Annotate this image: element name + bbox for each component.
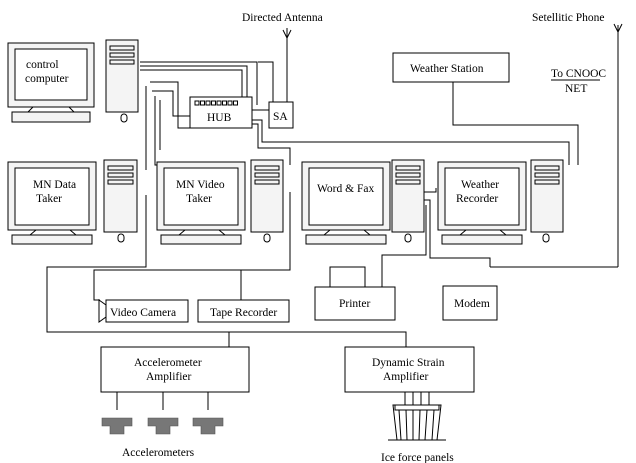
weather-station-box	[392, 52, 510, 83]
to-cnooc-label: To CNOOC	[551, 68, 606, 80]
connection-lines	[46, 61, 618, 347]
control-computer-label-2: computer	[25, 73, 69, 85]
mn-data-taker-label-1: MN Data	[33, 179, 76, 191]
hub-label: HUB	[207, 112, 232, 124]
video-camera-label: Video Camera	[110, 307, 176, 319]
satellite-phone-label: Setellitic Phone	[532, 12, 605, 24]
dynamic-strain-amplifier-label-1: Dynamic Strain	[372, 357, 445, 369]
hub-ports	[194, 100, 238, 106]
control-computer-label-1: control	[26, 59, 59, 71]
directed-antenna-label: Directed Antenna	[242, 12, 323, 24]
modem-box	[442, 285, 498, 321]
word-fax-computer	[301, 159, 425, 245]
tape-recorder-label: Tape Recorder	[210, 307, 277, 319]
dynamic-strain-amplifier-box	[344, 346, 475, 393]
modem-label: Modem	[454, 298, 490, 310]
tape-recorder-box	[197, 299, 290, 323]
sa-label: SA	[273, 111, 288, 123]
printer	[314, 266, 396, 321]
mn-video-taker-label-2: Taker	[186, 193, 212, 205]
directed-antenna	[282, 28, 292, 102]
weather-recorder-label-2: Recorder	[456, 193, 498, 205]
weather-recorder-label-1: Weather	[461, 179, 499, 191]
accelerometers-label: Accelerometers	[122, 447, 195, 459]
accelerometer-amplifier-box	[100, 346, 250, 393]
satellite-phone-antenna	[613, 23, 623, 267]
printer-label: Printer	[339, 298, 370, 310]
ice-force-panels-label: Ice force panels	[381, 452, 454, 463]
accelerometer-amplifier-label-2: Amplifier	[146, 371, 192, 383]
accelerometer-sensors	[101, 392, 224, 435]
mn-data-taker	[7, 159, 138, 245]
weather-station-label: Weather Station	[410, 63, 484, 75]
word-fax-label: Word & Fax	[317, 183, 374, 195]
accelerometer-amplifier-label-1: Accelerometer	[134, 357, 202, 369]
sa-box	[268, 101, 294, 129]
mn-data-taker-label-2: Taker	[36, 193, 62, 205]
mn-video-taker	[156, 159, 284, 245]
dynamic-strain-amplifier-label-2: Amplifier	[383, 371, 429, 383]
weather-recorder-computer	[437, 159, 564, 245]
net-label: NET	[565, 83, 587, 95]
mn-video-taker-label-1: MN Video	[176, 179, 225, 191]
ice-force-panel	[388, 392, 446, 441]
control-computer	[7, 39, 139, 123]
video-camera	[98, 299, 189, 323]
